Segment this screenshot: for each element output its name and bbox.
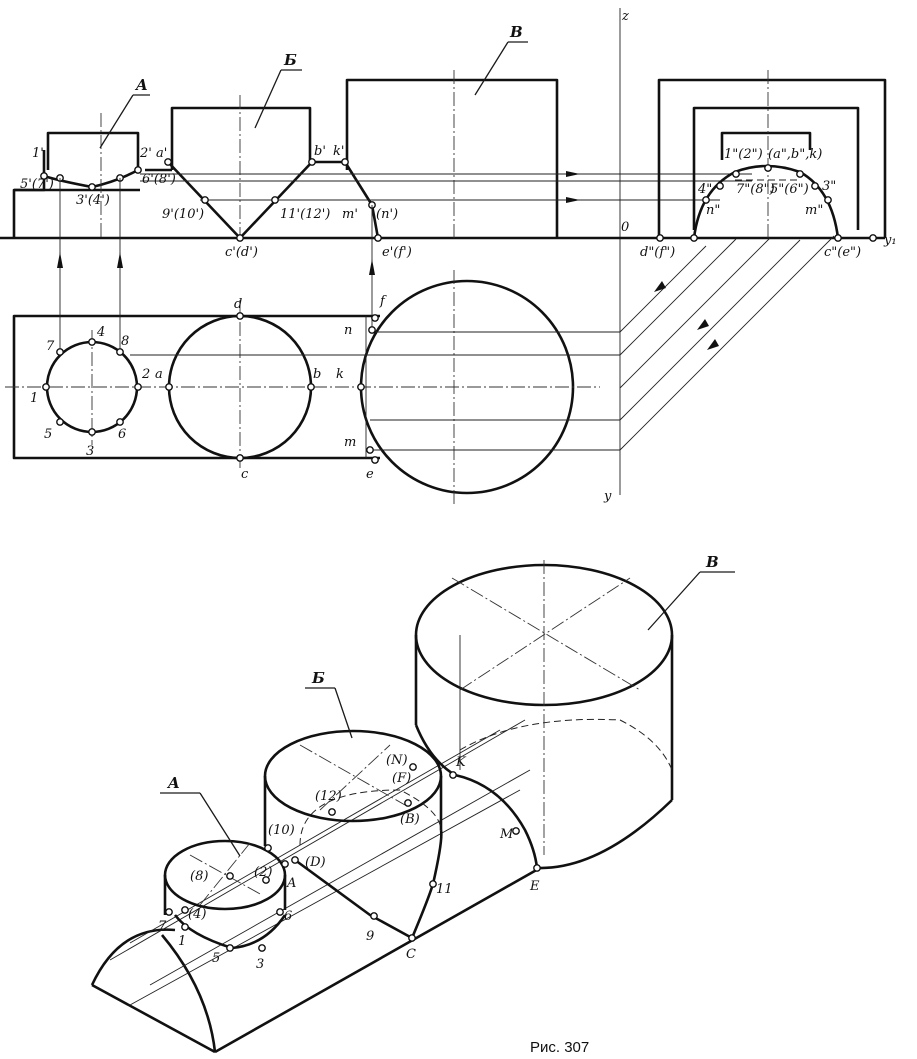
label-e-top: e: [366, 467, 374, 482]
label-8-top: 8: [121, 334, 129, 349]
label-D-iso: (D): [305, 855, 326, 870]
label-K-iso: K: [455, 755, 467, 770]
label-n-top: n: [344, 323, 352, 338]
label-4-iso: (4): [188, 907, 206, 922]
origin-label: 0: [621, 220, 629, 235]
label-d-top: d: [234, 297, 242, 312]
figure-caption: Рис. 307: [530, 1039, 589, 1056]
label-10-iso: (10): [268, 823, 295, 838]
label-6-top: 6: [118, 427, 126, 442]
part-a-label-front: A: [134, 76, 148, 94]
label-5-7-front: 5'(7'): [20, 177, 54, 192]
label-12-iso: (12): [315, 789, 342, 804]
top-view: 1 2 3 4 5 6 7 8 a b c d k n m f e: [5, 178, 620, 505]
label-E-iso: E: [529, 879, 540, 894]
part-c-label-iso: B: [705, 553, 719, 571]
axis-y-label: y: [603, 489, 612, 504]
label-a-b-k-side: (a",b",k): [768, 147, 822, 162]
label-1-front: 1': [32, 146, 44, 161]
label-a-top: a: [155, 367, 163, 382]
label-3-top: 3: [86, 444, 94, 459]
isometric-view: (8) (2) A (D) (10) (12) (N) (F) (B) K M …: [90, 553, 735, 1054]
label-7-8-side: 7"(8"): [736, 182, 775, 197]
label-7-top: 7: [46, 339, 55, 354]
label-n-side: n": [706, 203, 720, 218]
label-9-iso: 9: [366, 929, 374, 944]
label-7-iso: 7: [158, 919, 167, 934]
label-C-iso: C: [406, 947, 416, 962]
part-c-label-front: B: [509, 23, 523, 41]
label-5-top: 5: [44, 427, 52, 442]
label-m-top: m: [344, 435, 356, 450]
label-m-front: m': [342, 207, 358, 222]
label-4-side: 4": [697, 182, 712, 197]
axis-y1-label: y₁: [883, 233, 897, 248]
label-n-front: (n'): [376, 207, 398, 222]
label-d-f-side: d"(f"): [640, 245, 675, 260]
label-8-iso: (8): [190, 869, 208, 884]
label-5-iso: 5: [212, 951, 220, 966]
label-2-iso: (2): [254, 865, 272, 880]
part-b-label-front: Б: [283, 51, 297, 69]
label-f-top: f: [379, 294, 387, 309]
label-2-top: 2: [141, 367, 150, 382]
label-2-a-front: 2' a': [139, 146, 167, 161]
label-3-4-front: 3'(4'): [76, 193, 110, 208]
label-4-top: 4: [96, 325, 105, 340]
label-b-top: b: [313, 367, 321, 382]
label-3-side: 3": [822, 179, 836, 194]
label-1-2-side: 1"(2"): [724, 147, 763, 162]
label-A-iso: A: [286, 876, 296, 891]
label-b-front: b': [314, 144, 326, 159]
label-k-top: k: [336, 367, 344, 382]
label-11-iso: 11: [436, 882, 453, 897]
label-F-iso: (F): [392, 771, 411, 786]
label-5-6-side: 5"(6"): [770, 182, 809, 197]
label-k-front: k': [333, 144, 344, 159]
label-c-d-front: c'(d'): [225, 245, 258, 260]
label-1-top: 1: [30, 391, 38, 406]
label-11-12-front: 11'(12'): [280, 207, 330, 222]
part-b-label-iso: Б: [311, 669, 325, 687]
label-9-10-front: 9'(10'): [162, 207, 204, 222]
label-c-top: c: [241, 467, 249, 482]
label-B-iso: (B): [400, 812, 420, 827]
label-M-iso: M: [499, 827, 514, 842]
projection-axes: z y y₁ 0: [0, 8, 897, 504]
label-N-iso: (N): [386, 753, 408, 768]
label-3-iso: 3: [256, 957, 264, 972]
label-e-f-front: e'(f'): [382, 245, 412, 260]
front-view: 1' 2' a' 5'(7') 3'(4') 6'(8') 9'(10') c'…: [12, 23, 752, 260]
label-6-8-front: 6'(8'): [142, 172, 176, 187]
label-1-iso: 1: [178, 934, 186, 949]
label-c-e-side: c"(e"): [824, 245, 861, 260]
label-6-iso: 6: [284, 909, 292, 924]
side-view: 1"(2") (a",b",k) 4" 7"(8") 5"(6") 3" n" …: [640, 70, 887, 260]
axis-z-label: z: [621, 9, 629, 24]
label-m-side: m": [805, 203, 823, 218]
part-a-label-iso: A: [166, 774, 180, 792]
